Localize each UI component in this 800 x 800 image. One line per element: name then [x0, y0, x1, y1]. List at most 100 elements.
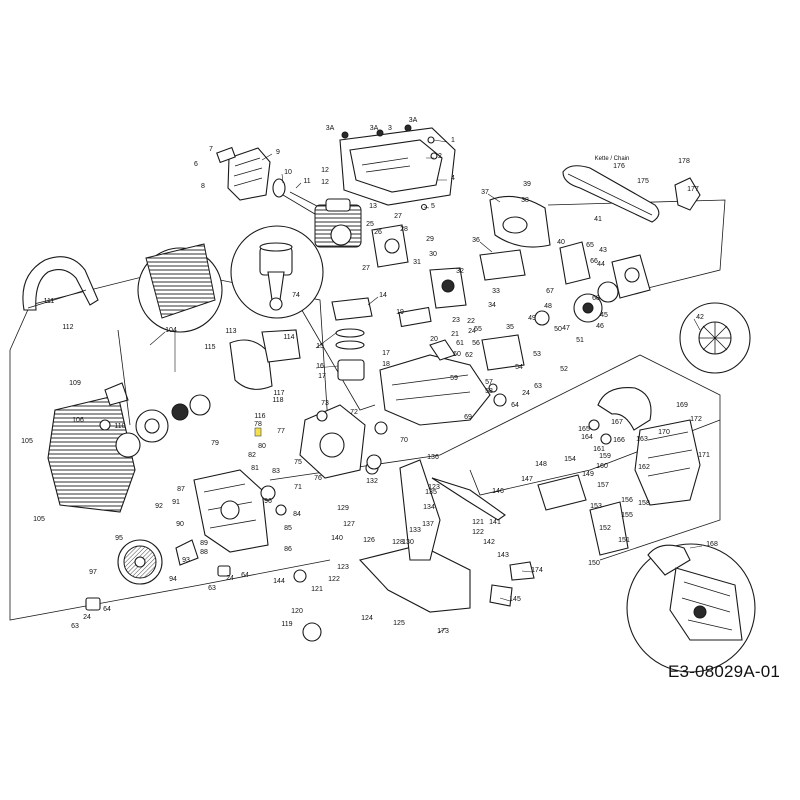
- callout-31: 31: [413, 259, 421, 266]
- callout-44: 44: [597, 261, 605, 268]
- callout-38: 38: [521, 197, 529, 204]
- callout-24: 24: [226, 575, 234, 582]
- callout-153: 153: [590, 503, 602, 510]
- callout-169: 169: [676, 402, 688, 409]
- group-frame-lines: [9, 199, 726, 621]
- callout-115: 115: [204, 344, 215, 351]
- callout-155: 155: [621, 512, 633, 519]
- callout-64: 64: [241, 572, 249, 579]
- callout-10: 10: [284, 169, 292, 176]
- callout-133: 133: [409, 527, 421, 534]
- callout-95: 95: [115, 535, 123, 542]
- callout-128: 128: [392, 539, 404, 546]
- callout-43: 43: [599, 247, 607, 254]
- callout-29: 29: [426, 236, 434, 243]
- callout-86: 86: [284, 546, 292, 553]
- callout-84: 84: [293, 511, 301, 518]
- top-cover-group: [339, 124, 456, 211]
- callout-90: 90: [176, 521, 184, 528]
- piston-detail-circle: [230, 225, 324, 319]
- callout-167: 167: [611, 419, 623, 426]
- callout-106: 106: [72, 417, 84, 424]
- callout-3A: 3A: [409, 117, 418, 124]
- callout-42: 42: [696, 314, 704, 321]
- callout-80: 80: [258, 443, 266, 450]
- callout-92: 92: [155, 503, 163, 510]
- callout-85: 85: [284, 525, 292, 532]
- crankcase-main-group: [379, 334, 525, 426]
- callout-63: 63: [208, 585, 216, 592]
- callout-171: 171: [698, 452, 710, 459]
- callout-125: 125: [393, 620, 405, 627]
- callout-120: 120: [291, 608, 303, 615]
- callout-9: 9: [276, 149, 280, 156]
- callout-8: 8: [201, 183, 205, 190]
- callout-6: 6: [194, 161, 198, 168]
- callout-17: 17: [382, 350, 390, 357]
- callout-178: 178: [678, 158, 690, 165]
- chain-bar: [562, 165, 701, 223]
- callout-151: 151: [618, 537, 630, 544]
- callout-149: 149: [582, 471, 594, 478]
- callout-46: 46: [596, 323, 604, 330]
- callout-147: 147: [521, 476, 533, 483]
- callout-156: 156: [621, 497, 633, 504]
- callout-41: 41: [594, 216, 602, 223]
- callout-40: 40: [557, 239, 565, 246]
- callout-162: 162: [638, 464, 650, 471]
- flywheel-group: [85, 539, 231, 611]
- callout-56: 56: [472, 340, 480, 347]
- callout-170: 170: [658, 429, 670, 436]
- callout-27: 27: [362, 265, 370, 272]
- callout-140: 140: [331, 535, 343, 542]
- callout-160: 160: [596, 463, 608, 470]
- callout-19: 19: [396, 309, 404, 316]
- callout-22: 22: [467, 318, 475, 325]
- callout-3: 3: [388, 125, 392, 132]
- callout-49: 49: [528, 315, 536, 322]
- callout-64: 64: [103, 606, 111, 613]
- callout-174: 174: [531, 567, 543, 574]
- callout-5: 5: [431, 203, 435, 210]
- callout-136: 136: [427, 454, 439, 461]
- callout-65: 65: [586, 242, 594, 249]
- callout-33: 33: [492, 288, 500, 295]
- callout-59: 59: [450, 375, 458, 382]
- callout-175: 175: [637, 178, 649, 185]
- callout-146: 146: [492, 488, 504, 495]
- callout-177: 177: [687, 186, 699, 193]
- callout-82: 82: [248, 452, 256, 459]
- callout-127: 127: [343, 521, 355, 528]
- callout-142: 142: [483, 539, 495, 546]
- starter-housing-group: [47, 329, 301, 513]
- callout-97: 97: [89, 569, 97, 576]
- air-filter-group: [216, 146, 341, 227]
- callout-123: 123: [428, 484, 440, 491]
- callout-55: 55: [474, 326, 482, 333]
- callout-164: 164: [581, 434, 593, 441]
- callout-71: 71: [294, 484, 302, 491]
- callout-18: 18: [382, 361, 390, 368]
- callout-118: 118: [272, 397, 283, 404]
- callout-11: 11: [303, 178, 310, 185]
- callout-14: 14: [379, 292, 387, 299]
- callout-73: 73: [321, 400, 329, 407]
- callout-63: 63: [534, 383, 542, 390]
- callout-157: 157: [597, 482, 609, 489]
- callout-75: 75: [294, 459, 302, 466]
- callout-2: 2: [438, 153, 442, 160]
- callout-36: 36: [472, 237, 480, 244]
- sprocket-cover-detail-circle: [626, 543, 756, 673]
- callout-111: 111: [44, 298, 55, 305]
- highlight-marker: [254, 427, 262, 437]
- callout-110: 110: [114, 423, 125, 430]
- callout-20: 20: [430, 336, 438, 343]
- callout-113: 113: [225, 328, 236, 335]
- callout-16: 16: [316, 363, 324, 370]
- starter-detail-circle: [137, 243, 223, 333]
- callout-24: 24: [83, 614, 91, 621]
- callout-173: 173: [437, 628, 449, 635]
- callout-150: 150: [588, 560, 600, 567]
